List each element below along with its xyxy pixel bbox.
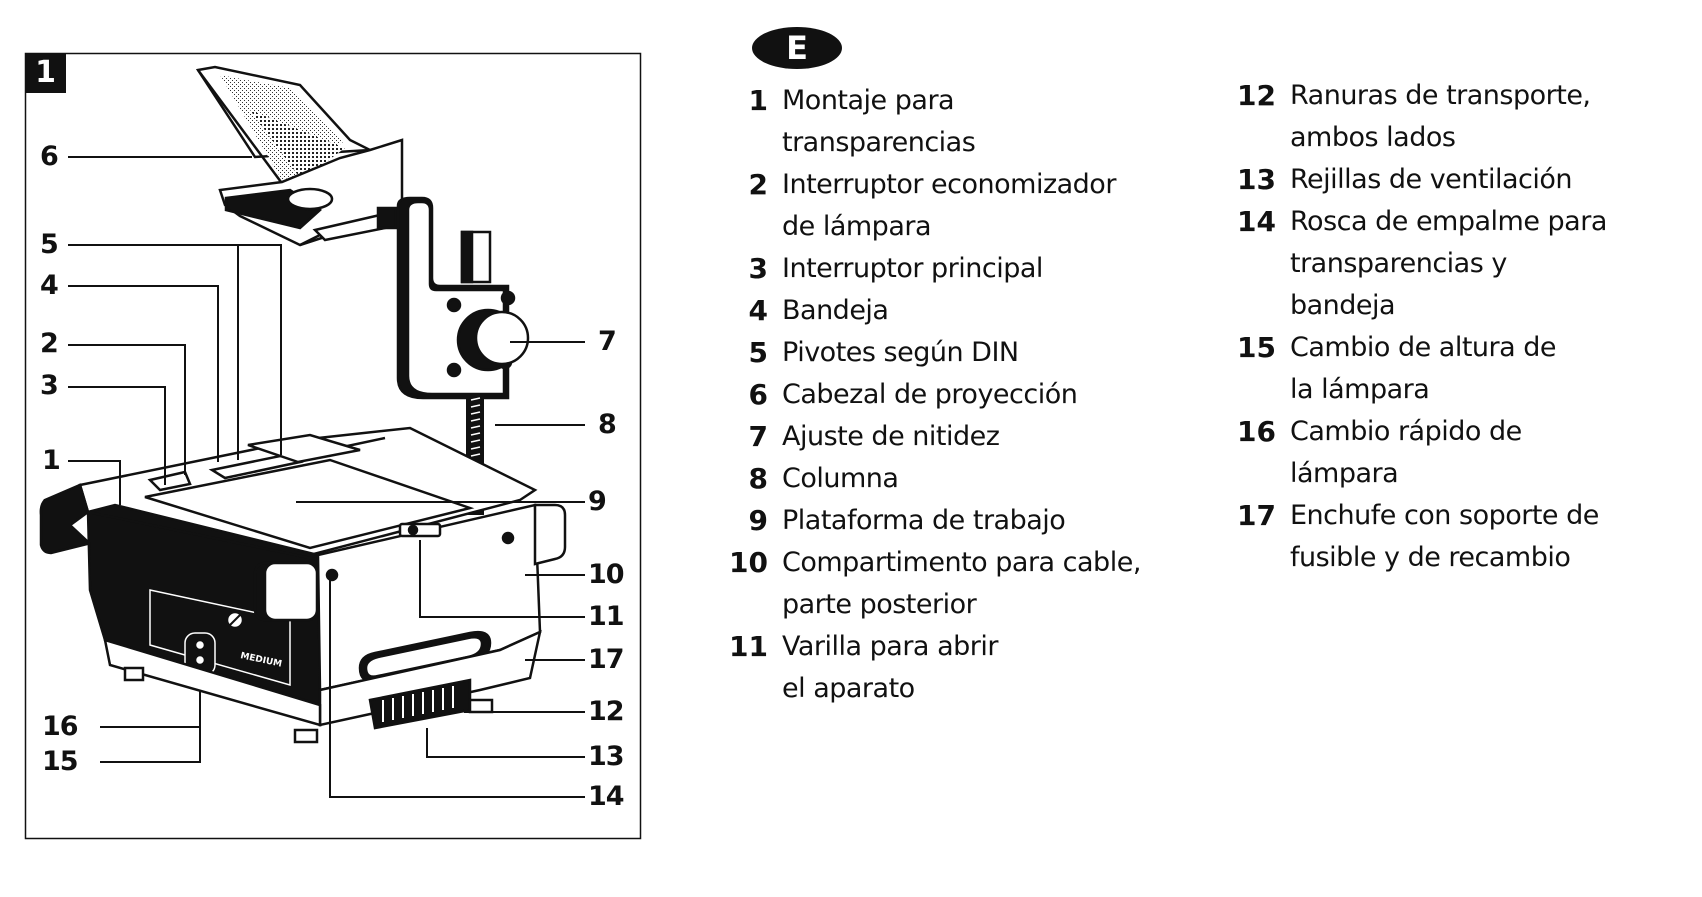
legend-number: 13 [1237, 163, 1276, 196]
legend-number: 2 [748, 168, 768, 201]
callout-14: 14 [588, 781, 625, 812]
legend-item: 6 Cabezal de proyección [712, 374, 1141, 416]
legend-text: Rejillas de ventilación [1290, 164, 1573, 195]
legend-number: 10 [729, 546, 768, 579]
legend-item: 4 Bandeja [712, 290, 1141, 332]
figure-number-badge: 1 [25, 53, 66, 93]
projector-base: MEDIUM [39, 426, 567, 744]
legend-text: Interruptor principal [782, 253, 1043, 284]
legend-number: 7 [748, 420, 768, 453]
legend-number: 11 [729, 630, 768, 663]
callout-3: 3 [40, 370, 59, 401]
callout-5: 5 [40, 229, 59, 260]
callout-17: 17 [588, 644, 625, 675]
legend-text: Columna [782, 463, 899, 494]
callout-7: 7 [598, 326, 617, 357]
legend-right-column: 12 Ranuras de transporte,ambos lados 13 Re… [1196, 75, 1607, 579]
legend-number: 5 [748, 336, 768, 369]
callout-4: 4 [40, 270, 59, 301]
callout-12: 12 [588, 696, 625, 727]
legend-number: 4 [748, 294, 768, 327]
legend-text: Plataforma de trabajo [782, 505, 1066, 536]
legend-number: 9 [748, 504, 768, 537]
callout-8: 8 [598, 409, 617, 440]
legend-number: 15 [1237, 331, 1276, 364]
legend-number: 6 [748, 378, 768, 411]
callout-10: 10 [588, 559, 625, 590]
callout-6: 6 [40, 141, 59, 172]
callout-1: 1 [42, 445, 61, 476]
callout-2: 2 [40, 328, 59, 359]
legend-item: 10 Compartimento para cable,parte posteri… [712, 542, 1141, 626]
legend-item: 9 Plataforma de trabajo [712, 500, 1141, 542]
legend-text: Ajuste de nitidez [782, 421, 1000, 452]
projector-figure: MEDIUM [0, 0, 700, 897]
callout-13: 13 [588, 741, 625, 772]
legend-text: Cabezal de proyección [782, 379, 1078, 410]
callout-15: 15 [42, 746, 79, 777]
projector-illustration: MEDIUM [24, 52, 642, 840]
legend-number: 17 [1237, 499, 1276, 532]
legend-number: 14 [1237, 205, 1276, 238]
legend-item: 13 Rejillas de ventilación [1196, 159, 1607, 201]
legend-number: 12 [1237, 79, 1276, 112]
legend-number: 3 [748, 252, 768, 285]
legend-item: 8 Columna [712, 458, 1141, 500]
figure-frame [24, 52, 642, 840]
leader-lines [68, 156, 585, 798]
projection-head [195, 65, 404, 247]
legend-item: 7 Ajuste de nitidez [712, 416, 1141, 458]
legend-text: Pivotes según DIN [782, 337, 1019, 368]
legend-number: 16 [1237, 415, 1276, 448]
legend-item: 5 Pivotes según DIN [712, 332, 1141, 374]
language-badge: E [752, 27, 842, 69]
legend-number: 8 [748, 462, 768, 495]
legend-text: Ranuras de transporte,ambos lados [1290, 80, 1591, 153]
callout-16: 16 [42, 711, 79, 742]
legend-item: 12 Ranuras de transporte,ambos lados [1196, 75, 1607, 159]
column-arm [396, 196, 530, 400]
legend-item: 3 Interruptor principal [712, 248, 1141, 290]
callout-9: 9 [588, 486, 607, 517]
legend-number: 1 [748, 84, 768, 117]
legend-text: Bandeja [782, 295, 889, 326]
callout-11: 11 [588, 601, 625, 632]
legend-text: Compartimento para cable,parte posterior [782, 547, 1141, 620]
